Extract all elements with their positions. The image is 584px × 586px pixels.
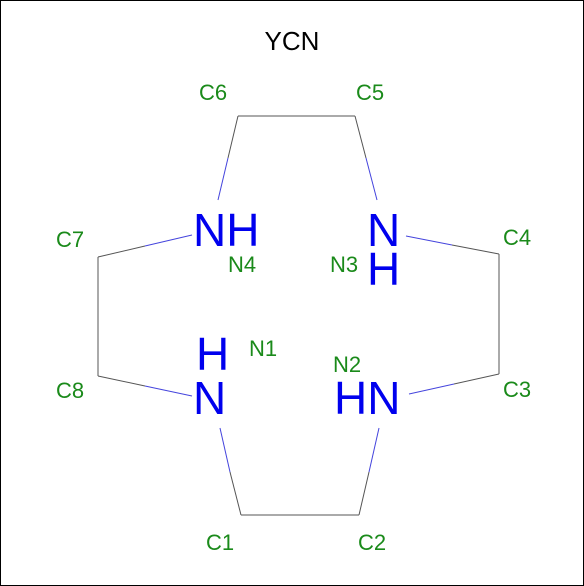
n3-glyph-n: N [367, 204, 400, 256]
nitrogen-glyphs: NH N H H N HN [193, 204, 400, 424]
atom-label-n4: N4 [228, 252, 256, 277]
atom-label-c2: C2 [358, 530, 386, 555]
bond-c4-n3-n-half [405, 235, 453, 246]
bonds-nitrogen [97, 115, 500, 516]
atom-labels: C6 C5 C7 C4 N4 N3 N1 N2 C8 C3 C1 C2 [56, 80, 531, 555]
bond-c2-n2-c-half [358, 471, 370, 516]
atom-label-c1: C1 [206, 530, 234, 555]
diagram-title: YCN [265, 26, 320, 56]
n3-glyph-h: H [367, 243, 400, 295]
n2-glyph: HN [334, 372, 400, 424]
bond-c1-n1-n-half [219, 427, 231, 473]
atom-label-c7: C7 [56, 227, 84, 252]
bond-c5-n3-c-half [354, 115, 367, 159]
atom-label-c6: C6 [199, 80, 227, 105]
bond-c8-n1-c-half [97, 375, 146, 387]
bond-c7-n4-n-half [144, 234, 193, 247]
bond-c3-n2-n-half [408, 383, 455, 395]
atom-label-c5: C5 [356, 80, 384, 105]
atom-label-c4: C4 [503, 225, 531, 250]
atom-label-n2: N2 [333, 352, 361, 377]
atom-label-c8: C8 [56, 378, 84, 403]
n1-glyph-h: H [196, 328, 229, 380]
bond-c7-n4-c-half [97, 245, 146, 258]
atom-label-n3: N3 [330, 252, 358, 277]
atom-label-n1: N1 [249, 336, 277, 361]
bond-c4-n3-c-half [451, 244, 500, 255]
atom-label-c3: C3 [503, 377, 531, 402]
n4-glyph: NH [193, 204, 259, 256]
bond-c3-n2-c-half [453, 373, 500, 385]
bond-c2-n2-n-half [368, 427, 380, 473]
bond-c1-n1-c-half [229, 471, 242, 516]
bonds-carbon [97, 115, 500, 516]
bond-c6-n4-c-half [227, 115, 239, 159]
bond-c8-n1-n-half [144, 385, 193, 397]
n1-glyph-n: N [193, 372, 226, 424]
bond-c5-n3-n-half [365, 157, 378, 201]
bond-c6-n4-n-half [217, 157, 229, 201]
